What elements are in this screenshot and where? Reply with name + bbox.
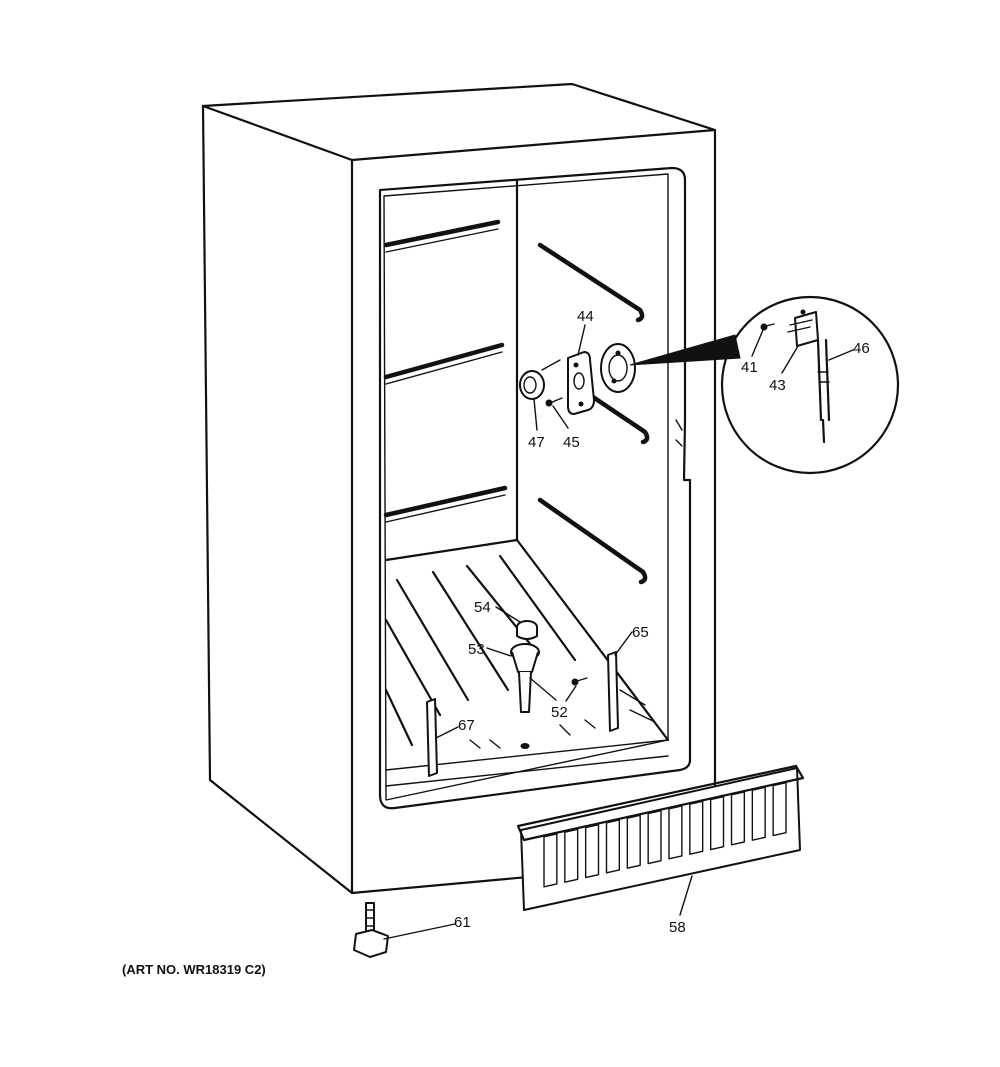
grille-slat [647,809,662,865]
part-41-screw: 41 [741,359,758,376]
grille-slat [689,800,704,855]
part-67-rail: 67 [458,717,475,734]
drain-parts [510,620,588,749]
part-65-rail: 65 [632,624,649,641]
grille-slat [584,823,600,879]
part-45-screw: 45 [563,434,580,451]
detail-magnifier [629,295,900,475]
part-43-bracket: 43 [769,377,786,394]
grille-slat [730,791,746,846]
part-54-cap: 54 [474,599,491,616]
front-grille [516,764,805,911]
art-number-caption: (ART NO. WR18319 C2) [122,962,266,977]
part-52-screw: 52 [551,704,568,721]
part-58-grille: 58 [669,919,686,936]
left-shelf-rails [383,219,508,523]
side-rails [426,651,619,777]
grille-slat [626,814,641,869]
part-44-plate: 44 [577,308,594,325]
grille-slat [751,786,766,841]
part-47-knob: 47 [528,434,545,451]
cabinet-liner [378,166,692,810]
grille-slat [564,828,579,883]
right-shelf-rails [537,242,650,585]
grille-slat [709,795,725,851]
callout-labels: 44 47 45 41 43 46 54 53 52 65 67 61 58 (… [122,308,870,977]
grille-slat [772,781,787,837]
control-parts [519,343,636,415]
grille-slat [668,805,683,860]
leveling-leg [353,902,389,958]
floor-ribs [384,554,656,749]
part-61-leveling-leg: 61 [454,914,471,931]
cabinet-body [201,82,717,895]
part-53-drain: 53 [468,641,485,658]
leader-lines [383,324,854,940]
grille-slat [543,833,558,888]
part-46-thermostat: 46 [853,340,870,357]
grille-slat [605,819,621,874]
